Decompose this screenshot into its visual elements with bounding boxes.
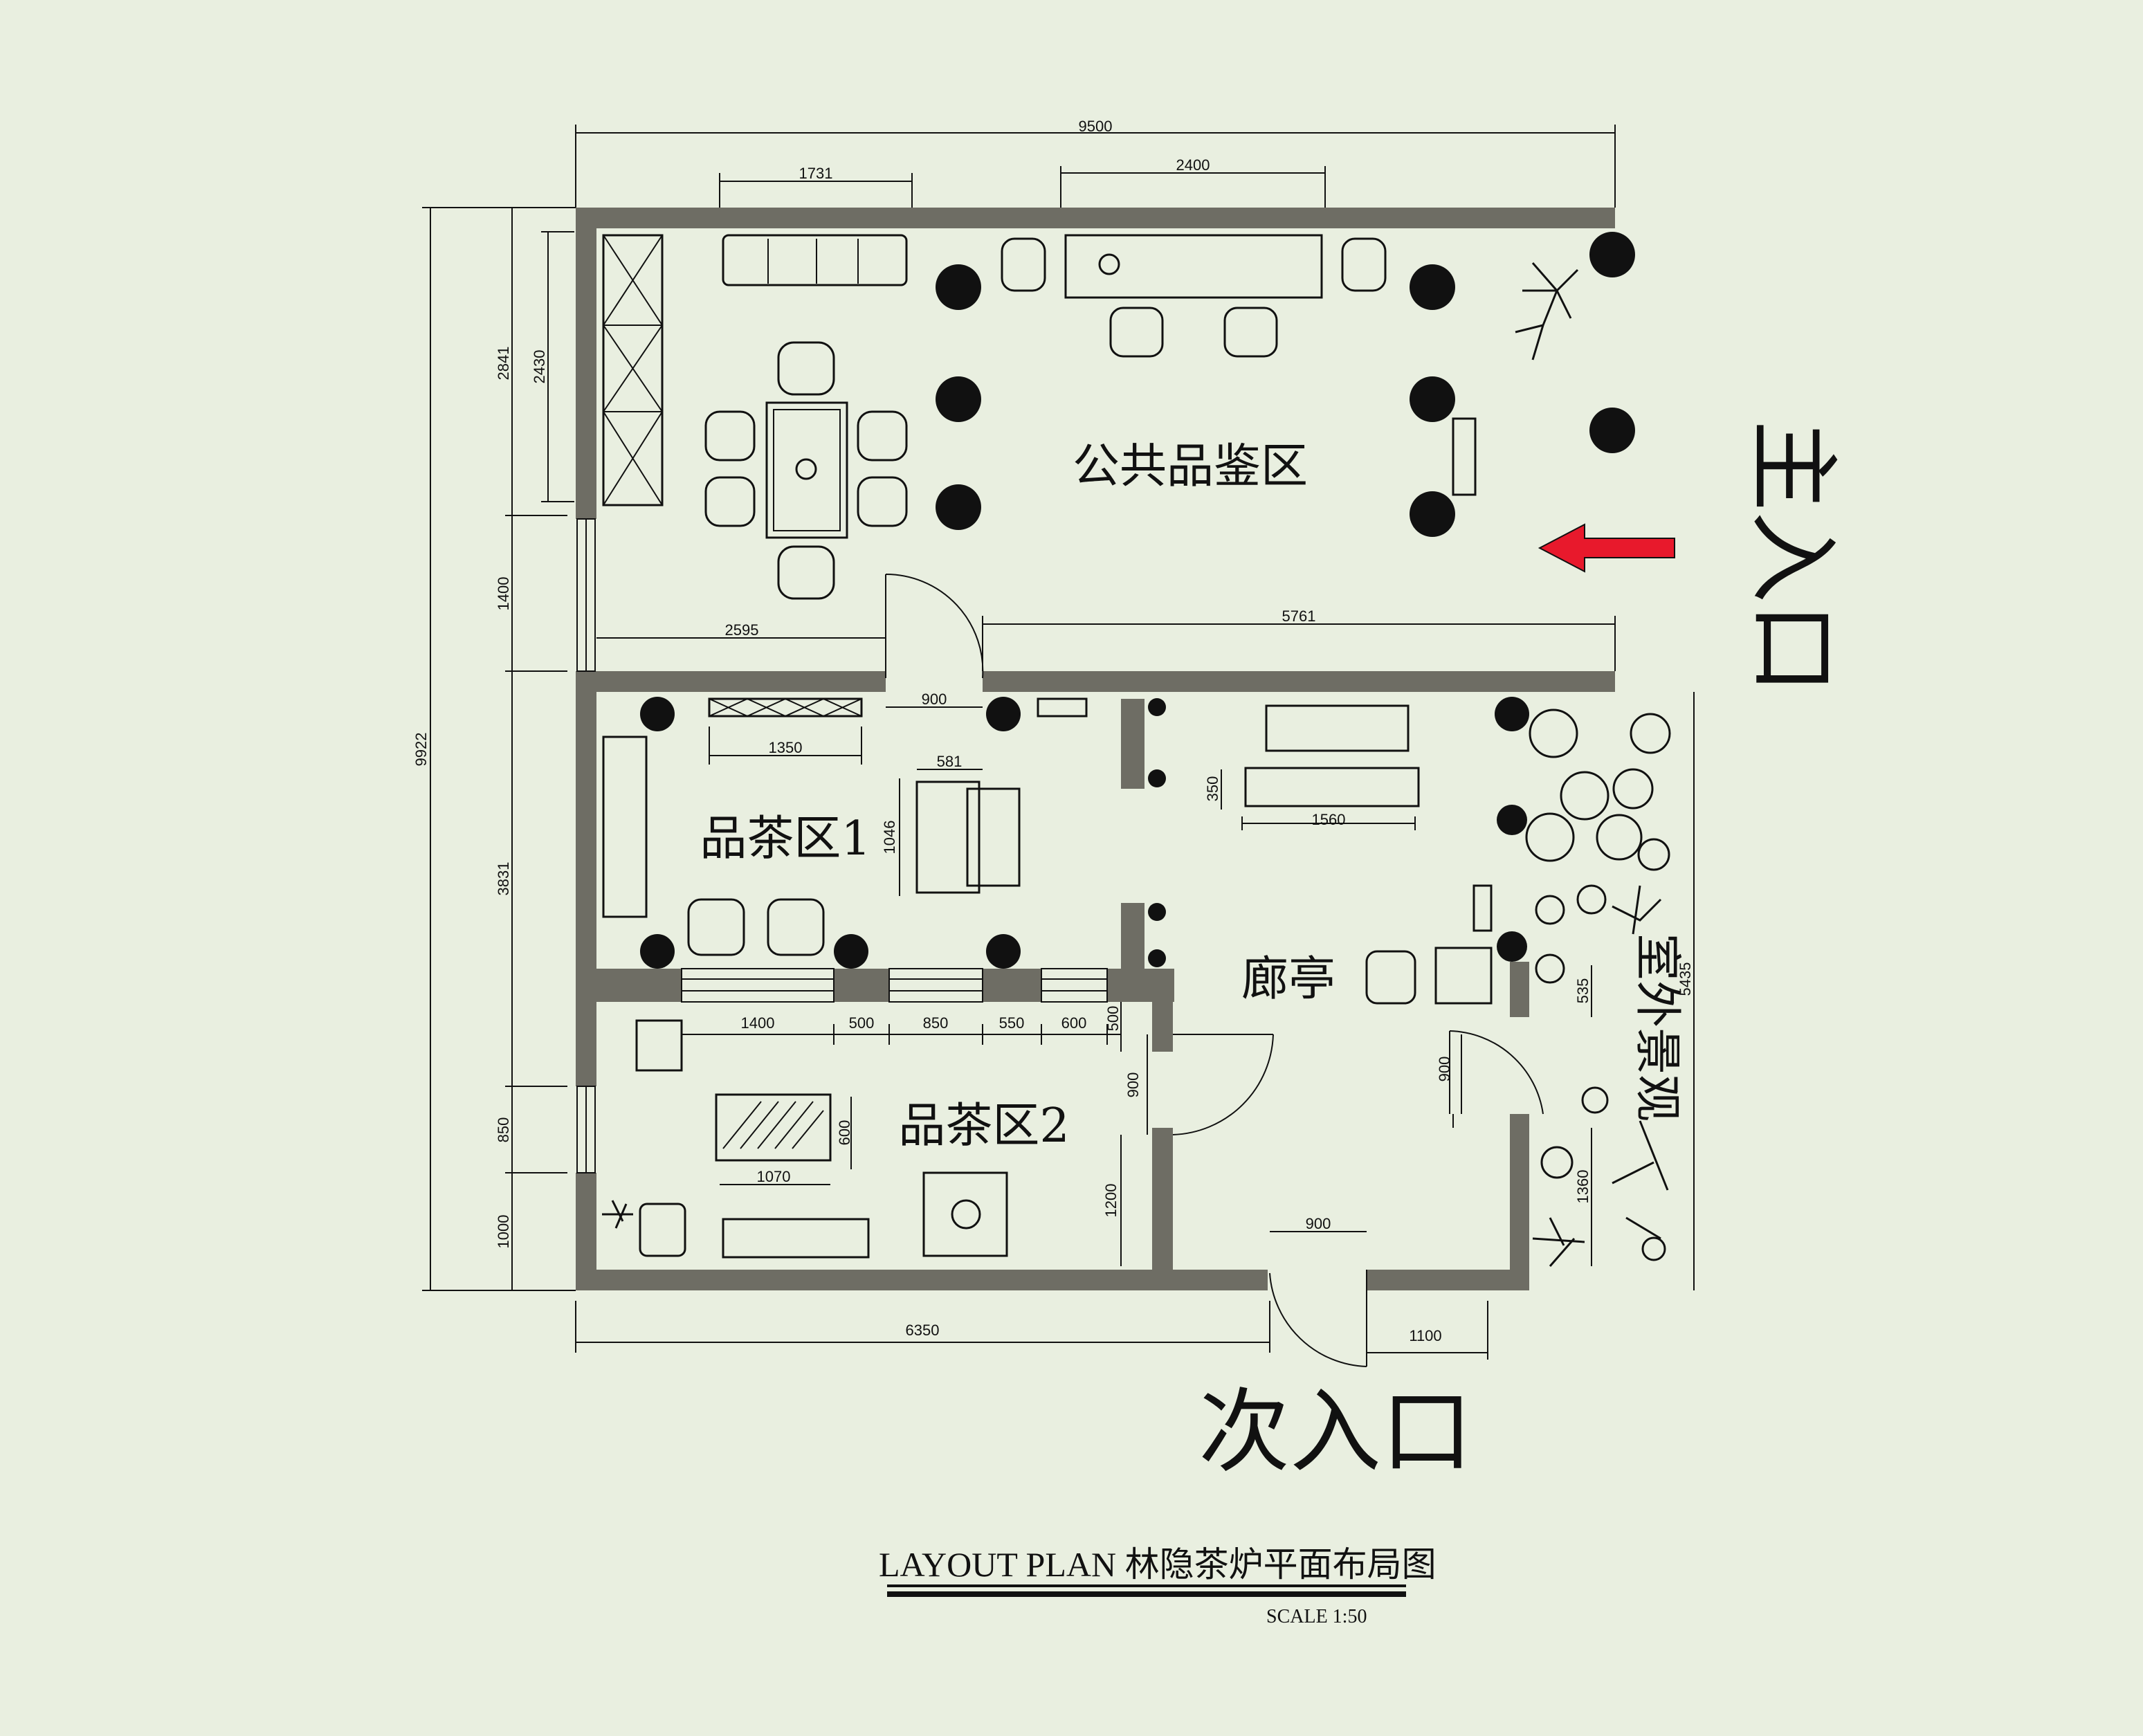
drawing-scale: SCALE 1:50: [1266, 1606, 1367, 1627]
dim-cab-1350: 1350: [769, 739, 803, 756]
dim-bottom-1100: 1100: [1409, 1327, 1441, 1344]
plant-icon: [602, 262, 1671, 1267]
dim-sofa: 1731: [799, 165, 833, 182]
walls: [576, 208, 1615, 1290]
dim-p-500b: 500: [1104, 1006, 1122, 1032]
main-entrance-label: 主入口: [1739, 420, 1845, 694]
column-icon: [640, 232, 1635, 969]
dim-door-900-c: 900: [1436, 1057, 1453, 1082]
dim-bench-350: 350: [1204, 776, 1221, 802]
room-label-tea1: 品茶区1: [700, 812, 870, 866]
dim-p-1400: 1400: [741, 1014, 775, 1032]
dim-overall-width: 9500: [1079, 118, 1113, 135]
dim-left-2430: 2430: [531, 350, 548, 384]
dim-wall-2595: 2595: [725, 621, 759, 639]
dim-left-1400: 1400: [495, 577, 512, 611]
secondary-entrance-label: 次入口: [1198, 1379, 1472, 1486]
dim-table-1046: 1046: [881, 821, 898, 855]
dim-p-850: 850: [923, 1014, 949, 1032]
left-arrow-icon: [1538, 523, 1675, 573]
dim-left-1000: 1000: [495, 1215, 512, 1249]
drawing-title: LAYOUT PLAN 林隐茶炉平面布局图: [879, 1545, 1437, 1584]
dim-bench-1560: 1560: [1312, 811, 1346, 828]
dim-h-1200: 1200: [1102, 1184, 1120, 1218]
room-label-tea2: 品茶区2: [898, 1099, 1069, 1153]
dim-door-900-a: 900: [922, 691, 947, 708]
dim-table-581: 581: [937, 753, 963, 770]
dim-table-600: 600: [836, 1120, 853, 1146]
dim-door-900-d: 900: [1306, 1215, 1331, 1232]
windows: [576, 518, 1108, 1173]
doors: [885, 573, 1544, 1367]
dim-left-850: 850: [495, 1117, 512, 1143]
dim-overall-height: 9922: [412, 733, 430, 767]
dim-wall-5761: 5761: [1282, 607, 1316, 625]
room-label-outdoor: 室外景观: [1630, 933, 1684, 1122]
room-label-pavilion: 廊亭: [1241, 952, 1335, 1007]
dim-p-600: 600: [1061, 1014, 1087, 1032]
dim-r-535: 535: [1574, 978, 1592, 1004]
dim-left-2841: 2841: [495, 347, 512, 381]
dim-p-500a: 500: [849, 1014, 875, 1032]
room-label-public: 公共品鉴区: [1073, 439, 1308, 494]
dim-door-900-b: 900: [1124, 1072, 1142, 1098]
dim-left-3831: 3831: [495, 862, 512, 896]
dim-r-1360: 1360: [1574, 1170, 1592, 1204]
dimension-lines: [422, 125, 1695, 1360]
dim-r-5435: 5435: [1677, 962, 1694, 996]
dim-bottom-6350: 6350: [906, 1322, 940, 1339]
dim-p-550: 550: [999, 1014, 1025, 1032]
dim-counter: 2400: [1176, 156, 1210, 174]
dim-table-1070: 1070: [757, 1168, 791, 1185]
furniture: [602, 234, 1493, 1259]
